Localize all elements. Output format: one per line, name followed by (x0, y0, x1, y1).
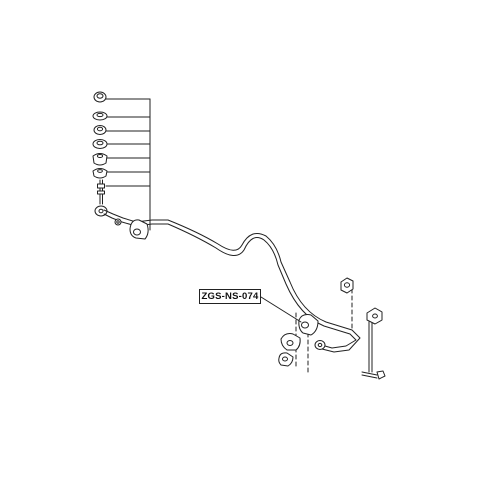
top-nut-icon (93, 91, 107, 103)
right-bolt-icon (361, 370, 386, 380)
cup-washer-icon (92, 139, 108, 149)
link-bolt-icon (97, 179, 105, 205)
nut-icon (93, 125, 107, 135)
bar-end-eye-icon (314, 340, 326, 350)
right-bar-bushing (298, 314, 319, 336)
left-bar-bushing (114, 218, 149, 240)
right-link-bracket-icon (366, 307, 383, 373)
right-top-nut-icon (340, 277, 354, 294)
right-lower-bushing (278, 333, 301, 367)
left-stack-bracket (105, 98, 151, 231)
left-hardware-stack (92, 91, 108, 217)
stabilizer-bar (103, 209, 361, 353)
bushing-icon (92, 153, 108, 166)
part-number-label: ZGS-NS-074 (199, 289, 261, 304)
lower-bushing-icon (92, 168, 108, 179)
washer-icon (92, 111, 108, 121)
part-label-leader (260, 296, 302, 323)
